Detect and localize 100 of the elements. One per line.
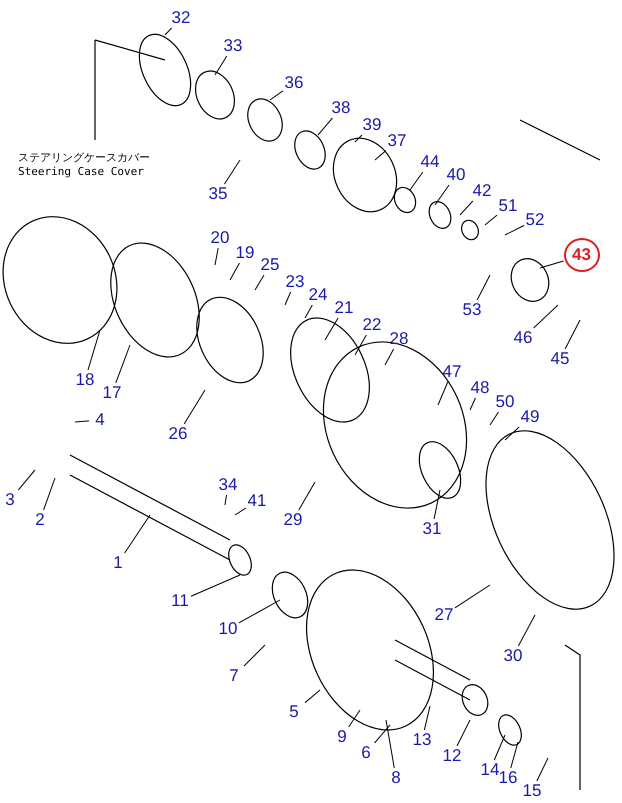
leader-line: [234, 508, 246, 516]
leader-line: [374, 724, 390, 744]
callout-number: 40: [445, 165, 467, 185]
callout-number: 28: [388, 329, 410, 349]
leader-line: [230, 262, 240, 280]
callout-number: 37: [386, 131, 408, 151]
callout-number: 33: [222, 36, 244, 56]
leader-line: [254, 274, 264, 290]
callout-number: 47: [441, 362, 463, 382]
leader-line: [460, 200, 474, 216]
leader-line: [386, 720, 395, 768]
callout-number: 24: [307, 285, 329, 305]
callout-number: 2: [29, 510, 51, 530]
leader-line: [484, 214, 498, 226]
leader-line: [88, 330, 100, 370]
callout-number: 38: [330, 98, 352, 118]
leader-line: [354, 134, 362, 142]
callout-number: 3: [0, 490, 21, 510]
leader-line: [504, 225, 524, 236]
callout-number: 48: [469, 378, 491, 398]
callout-number: 18: [74, 370, 96, 390]
callout-number: 27: [433, 605, 455, 625]
callout-number: 30: [502, 646, 524, 666]
leader-line: [270, 90, 284, 100]
callout-number: 44: [419, 152, 441, 172]
leader-line: [304, 690, 320, 704]
callout-number: 49: [519, 407, 541, 427]
callout-number: 23: [284, 272, 306, 292]
callout-number: 10: [217, 619, 239, 639]
leader-line: [18, 470, 36, 490]
leader-line: [115, 344, 130, 384]
leader-line: [470, 398, 476, 410]
callout-number: 1: [107, 553, 129, 573]
callout-number: 36: [283, 73, 305, 93]
callout-number: 7: [223, 666, 245, 686]
leader-line: [298, 482, 316, 510]
callout-number: 35: [207, 184, 229, 204]
callout-number: 41: [246, 491, 268, 511]
callout-number: 42: [471, 181, 493, 201]
leader-line: [43, 478, 56, 510]
callout-number: 31: [421, 519, 443, 539]
leader-line: [536, 758, 548, 782]
leader-line: [384, 348, 394, 366]
leader-line: [476, 274, 490, 300]
leader-line: [454, 584, 490, 608]
leader-line: [324, 318, 339, 340]
callout-number: 19: [234, 243, 256, 263]
callout-number: 4: [89, 410, 111, 430]
callout-number: 53: [461, 300, 483, 320]
callout-number: 22: [361, 315, 383, 335]
callout-number: 9: [331, 727, 353, 747]
leader-line: [518, 614, 536, 646]
leader-line: [424, 706, 430, 730]
leader-line: [124, 514, 150, 554]
callout-number: 14: [479, 760, 501, 780]
part-name-label: ステアリングケースカバー: [18, 150, 150, 165]
leader-line: [164, 28, 172, 36]
callout-number: 25: [259, 255, 281, 275]
callout-number: 26: [167, 424, 189, 444]
callout-number: 45: [549, 349, 571, 369]
callout-number: 12: [441, 746, 463, 766]
callout-number: 46: [512, 328, 534, 348]
leader-line: [494, 734, 506, 760]
leader-line: [540, 260, 564, 268]
callout-number: 20: [209, 228, 231, 248]
leader-line: [438, 382, 448, 406]
leader-line: [184, 390, 206, 424]
callout-number: 21: [333, 298, 355, 318]
leader-line: [348, 710, 360, 728]
callout-number: 32: [170, 8, 192, 28]
leader-line: [214, 248, 219, 266]
callout-number: 17: [101, 383, 123, 403]
leader-line: [224, 494, 227, 506]
callout-number: 11: [169, 591, 191, 611]
callout-number: 51: [497, 196, 519, 216]
leader-line: [410, 172, 424, 190]
callout-number: 52: [524, 210, 546, 230]
callout-number: 50: [494, 392, 516, 412]
part-name-label: Steering Case Cover: [18, 165, 144, 178]
leader-line: [504, 426, 520, 440]
leader-line: [564, 320, 580, 350]
callout-number: 29: [282, 510, 304, 530]
callout-number: 34: [217, 475, 239, 495]
leader-line: [284, 292, 292, 306]
leader-line: [374, 150, 386, 160]
leader-line: [456, 720, 470, 746]
leader-line: [214, 56, 228, 76]
leader-line: [238, 600, 280, 624]
leader-line: [224, 160, 240, 184]
leader-line: [510, 742, 518, 768]
highlighted-callout-number: 43: [564, 238, 600, 272]
callout-number: 15: [521, 781, 543, 801]
leader-line: [354, 334, 367, 356]
leader-line: [533, 304, 558, 328]
leader-line: [190, 574, 240, 597]
callout-number: 13: [411, 730, 433, 750]
leader-line: [74, 420, 90, 422]
leader-line: [434, 184, 450, 206]
leader-line: [434, 490, 440, 520]
leader-line: [244, 644, 266, 666]
